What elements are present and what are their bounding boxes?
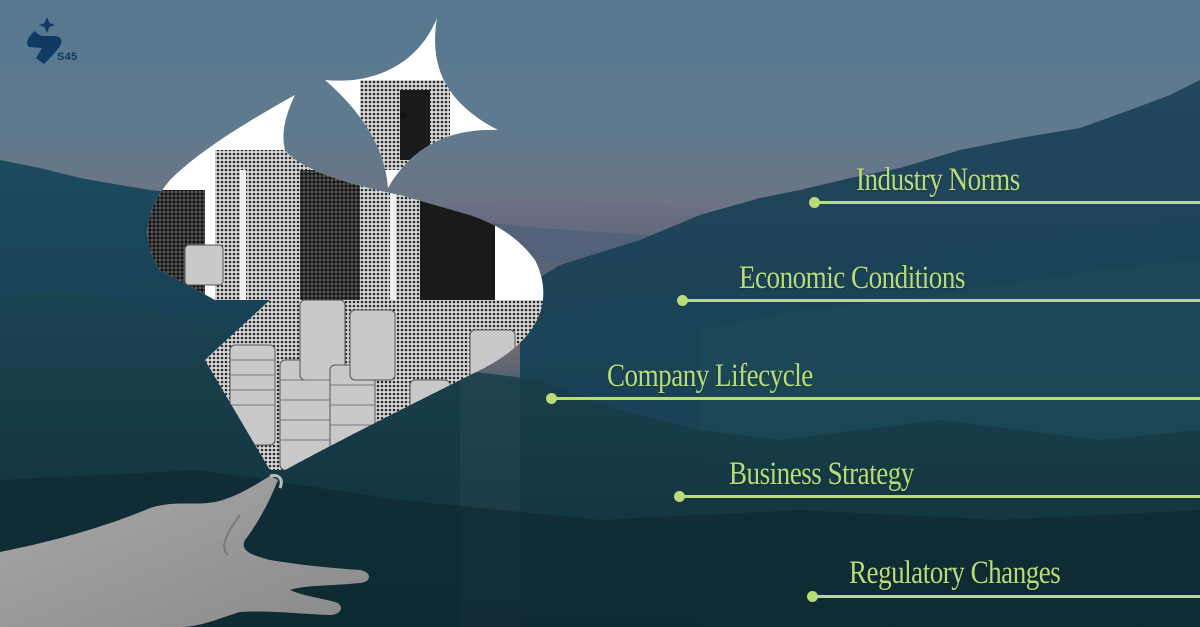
factor-label: Industry Norms: [856, 162, 1020, 198]
logo-text: S45: [57, 51, 78, 63]
factor-label: Economic Conditions: [739, 260, 965, 296]
s45-logo-icon: [27, 17, 62, 64]
hand-image: [0, 474, 369, 627]
leader-line: [551, 397, 1200, 400]
leader-line: [682, 299, 1200, 302]
leader-line: [812, 595, 1200, 598]
factor-label: Business Strategy: [729, 456, 914, 492]
factor-label: Regulatory Changes: [849, 555, 1061, 591]
factor-label: Company Lifecycle: [607, 358, 813, 394]
leader-line: [814, 201, 1200, 204]
leader-line: [679, 495, 1200, 498]
